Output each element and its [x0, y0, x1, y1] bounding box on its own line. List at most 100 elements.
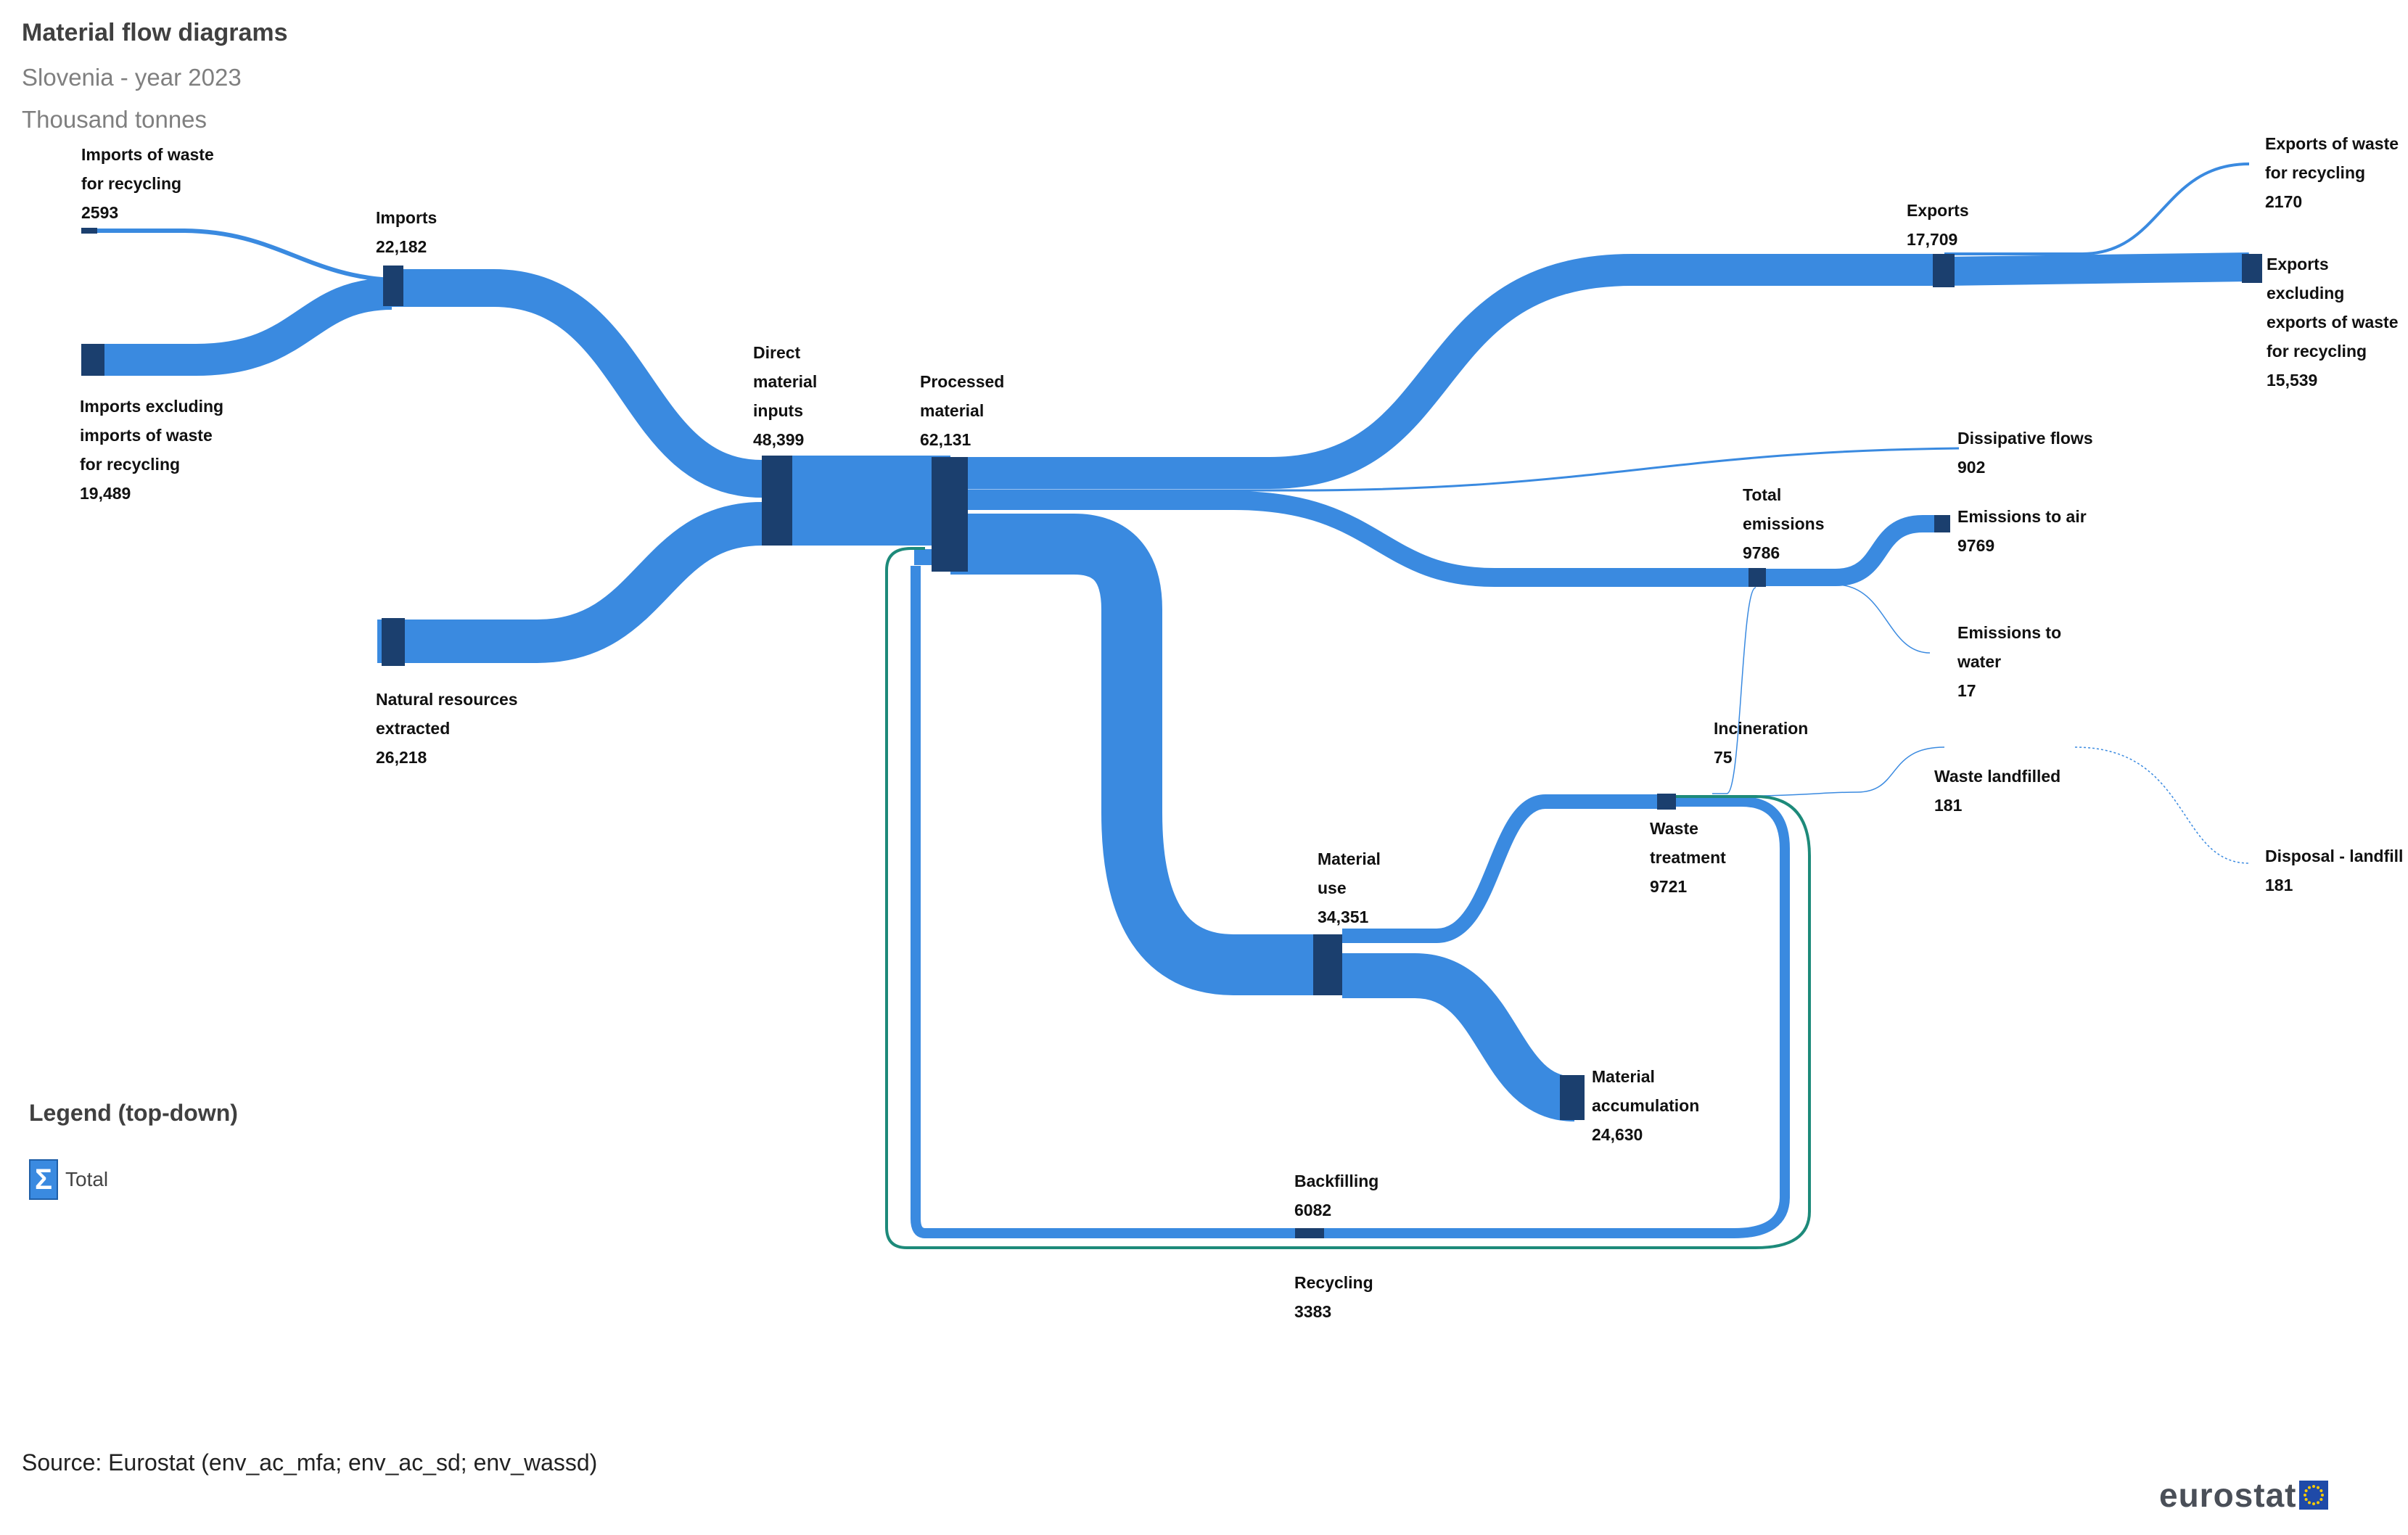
node-value: 9769 — [1957, 536, 1995, 555]
node-bar-natural[interactable] — [382, 618, 405, 666]
node-bar-imports-excl[interactable] — [81, 344, 104, 376]
node-exports-excl: Exports excluding exports of waste for r… — [2267, 250, 2408, 395]
node-imports-waste: Imports of waste for recycling 2593 — [81, 140, 214, 227]
node-bar-material-accumulation[interactable] — [1560, 1075, 1585, 1120]
flow-imports-to-dmi — [392, 269, 763, 498]
node-name: Natural resources extracted — [376, 690, 518, 738]
flow-processed-to-dissipative — [950, 447, 1960, 492]
page-title: Material flow diagrams — [22, 19, 288, 46]
node-backfilling: Backfilling 6082 — [1294, 1166, 1378, 1225]
flow-processed-to-material-use — [950, 514, 1328, 995]
node-name: Total emissions — [1743, 485, 1825, 533]
flow-emissions-to-water — [1835, 584, 1931, 654]
node-value: 19,489 — [80, 484, 131, 503]
node-value: 181 — [2265, 876, 2293, 894]
page-subtitle: Slovenia - year 2023 — [22, 64, 242, 91]
node-emissions-water: Emissions to water 17 — [1957, 618, 2061, 705]
node-value: 26,218 — [376, 748, 427, 767]
node-bar-total-emissions[interactable] — [1749, 568, 1766, 587]
node-bar-material-use[interactable] — [1313, 934, 1342, 995]
node-name: Processed material — [920, 372, 1005, 420]
node-name: Emissions to air — [1957, 507, 2087, 526]
node-value: 48,399 — [753, 430, 805, 449]
node-value: 902 — [1957, 458, 1986, 477]
node-name: Backfilling — [1294, 1172, 1379, 1190]
node-dissipative: Dissipative flows 902 — [1957, 424, 2093, 482]
node-name: Material use — [1318, 849, 1381, 897]
flow-processed-to-exports — [950, 254, 1944, 489]
flow-imports-excl-to-imports — [87, 278, 393, 376]
node-exports-waste: Exports of waste for recycling 2170 — [2265, 129, 2399, 216]
node-material-use: Material use 34,351 — [1318, 844, 1381, 931]
flow-waste-to-landfilled — [1682, 746, 1945, 797]
node-value: 62,131 — [920, 430, 971, 449]
node-value: 17,709 — [1907, 230, 1958, 249]
node-bar-imports-waste[interactable] — [81, 228, 97, 234]
node-name: Emissions to water — [1957, 623, 2062, 671]
node-name: Incineration — [1714, 719, 1809, 738]
flow-natural-to-dmi — [377, 502, 763, 663]
recycling-loop-outline — [885, 547, 1811, 1249]
node-value: 9721 — [1650, 877, 1688, 896]
logo-text: eurostat — [2159, 1476, 2297, 1514]
node-value: 3383 — [1294, 1302, 1332, 1321]
legend-item-total[interactable]: Σ Total — [29, 1159, 108, 1200]
node-exports: Exports 17,709 — [1907, 196, 1969, 254]
node-imports: Imports 22,182 — [376, 203, 437, 261]
node-recycling: Recycling 3383 — [1294, 1268, 1373, 1326]
node-bar-imports[interactable] — [383, 266, 403, 306]
source-note: Source: Eurostat (env_ac_mfa; env_ac_sd;… — [22, 1449, 598, 1476]
legend-title: Legend (top-down) — [29, 1100, 238, 1126]
node-name: Direct material inputs — [753, 343, 818, 420]
node-material-accumulation: Material accumulation 24,630 — [1592, 1062, 1699, 1149]
node-disposal-landfill: Disposal - landfill 181 — [2265, 841, 2403, 900]
node-value: 181 — [1934, 796, 1963, 815]
node-name: Disposal - landfill — [2265, 847, 2404, 865]
node-value: 2593 — [81, 203, 119, 222]
node-value: 17 — [1957, 681, 1976, 700]
sigma-icon: Σ — [29, 1159, 58, 1200]
node-processed: Processed material 62,131 — [920, 367, 1004, 454]
node-name: Recycling — [1294, 1273, 1373, 1292]
node-bar-backfilling[interactable] — [1295, 1228, 1324, 1238]
node-waste-landfilled: Waste landfilled 181 — [1934, 762, 2060, 820]
node-value: 9786 — [1743, 543, 1780, 562]
node-bar-exports[interactable] — [1933, 254, 1955, 287]
node-imports-excl: Imports excluding imports of waste for r… — [80, 392, 223, 508]
node-bar-processed[interactable] — [932, 457, 968, 572]
flow-use-to-accumulation — [1342, 953, 1577, 1122]
node-bar-emissions-air[interactable] — [1934, 515, 1950, 532]
node-bar-waste-treatment[interactable] — [1657, 794, 1676, 810]
node-natural: Natural resources extracted 26,218 — [376, 685, 518, 772]
node-name: Waste landfilled — [1934, 767, 2061, 786]
unit-label: Thousand tonnes — [22, 106, 207, 133]
node-name: Imports — [376, 208, 437, 227]
node-name: Exports — [1907, 201, 1969, 220]
node-emissions-air: Emissions to air 9769 — [1957, 502, 2087, 560]
node-name: Material accumulation — [1592, 1067, 1700, 1115]
node-dmi: Direct material inputs 48,399 — [753, 338, 817, 454]
node-value: 75 — [1714, 748, 1733, 767]
node-bar-dmi[interactable] — [762, 456, 792, 546]
node-bar-exports-excl[interactable] — [2242, 254, 2262, 283]
node-name: Imports excluding imports of waste for r… — [80, 397, 224, 474]
flow-landfilled-to-disposal — [2074, 746, 2250, 864]
flow-exports-to-exports-excl — [1944, 252, 2250, 286]
node-name: Exports of waste for recycling — [2265, 134, 2399, 182]
node-incineration: Incineration 75 — [1714, 714, 1808, 772]
node-value: 22,182 — [376, 237, 427, 256]
node-value: 24,630 — [1592, 1125, 1643, 1144]
node-total-emissions: Total emissions 9786 — [1743, 480, 1825, 567]
eurostat-logo: eurostat — [2159, 1476, 2329, 1515]
node-value: 2170 — [2265, 192, 2303, 211]
eu-flag-icon — [2299, 1481, 2329, 1510]
node-name: Waste treatment — [1650, 819, 1726, 867]
node-name: Dissipative flows — [1957, 429, 2093, 448]
node-name: Imports of waste for recycling — [81, 145, 214, 193]
node-value: 34,351 — [1318, 908, 1369, 926]
flow-waste-to-backfilling-recycling — [911, 566, 1790, 1238]
flow-use-to-waste-treatment — [1342, 794, 1669, 943]
node-waste-treatment: Waste treatment 9721 — [1650, 814, 1726, 901]
flow-imports-waste-to-imports — [87, 229, 393, 282]
